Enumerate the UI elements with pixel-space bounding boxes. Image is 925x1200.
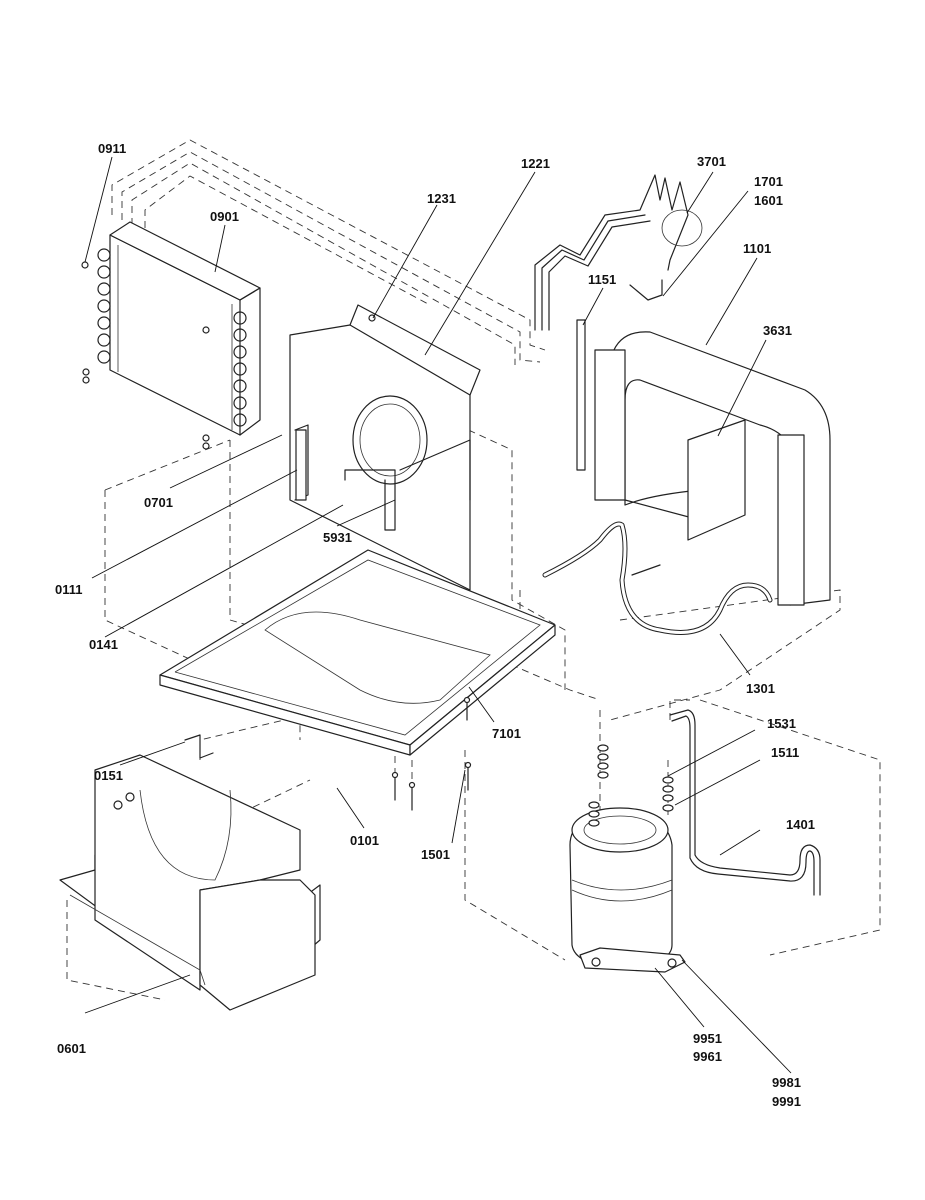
label-0141: 0141 [89,637,118,652]
label-0901: 0901 [210,209,239,224]
label-1701: 1701 [754,174,783,189]
label-0111: 0111 [55,582,83,597]
label-9981: 9981 [772,1075,801,1090]
grommet-stack-right [662,776,674,812]
capillary-tube-assembly [534,174,703,331]
label-5931: 5931 [323,530,352,545]
label-0601: 0601 [57,1041,86,1056]
label-1601: 1601 [754,193,783,208]
label-9991: 9991 [772,1094,801,1109]
label-1511: 1511 [771,745,799,760]
condenser-coil [81,221,261,450]
label-1101: 1101 [743,241,771,256]
label-1221: 1221 [521,156,550,171]
grommet-stack-left [588,744,609,827]
label-1231: 1231 [427,191,456,206]
label-1151: 1151 [588,272,616,287]
evaporator-coil [576,319,831,606]
callout-labels: 0911 0901 1231 1221 3701 1701 1601 1101 … [55,141,815,1109]
condenser-return-bends [97,248,247,427]
orifice-shroud [289,304,481,591]
label-0701: 0701 [144,495,173,510]
label-1301: 1301 [746,681,775,696]
suction-tube [542,521,773,635]
label-9961: 9961 [693,1049,722,1064]
base-pan [159,549,556,811]
label-0911: 0911 [98,141,126,156]
label-9951: 9951 [693,1031,722,1046]
label-1401: 1401 [786,817,815,832]
leader-lines [84,156,792,1074]
label-7101: 7101 [492,726,521,741]
condenser-screw-icons [81,261,210,450]
label-0101: 0101 [350,833,379,848]
discharge-tube [669,709,821,896]
blower-housing [59,754,321,1011]
base-pan-screws [391,696,472,811]
bracket [184,734,214,759]
label-3701: 3701 [697,154,726,169]
label-3631: 3631 [763,323,792,338]
label-0151: 0151 [94,768,123,783]
label-1501: 1501 [421,847,450,862]
label-1531: 1531 [767,716,796,731]
compressor [569,744,686,973]
